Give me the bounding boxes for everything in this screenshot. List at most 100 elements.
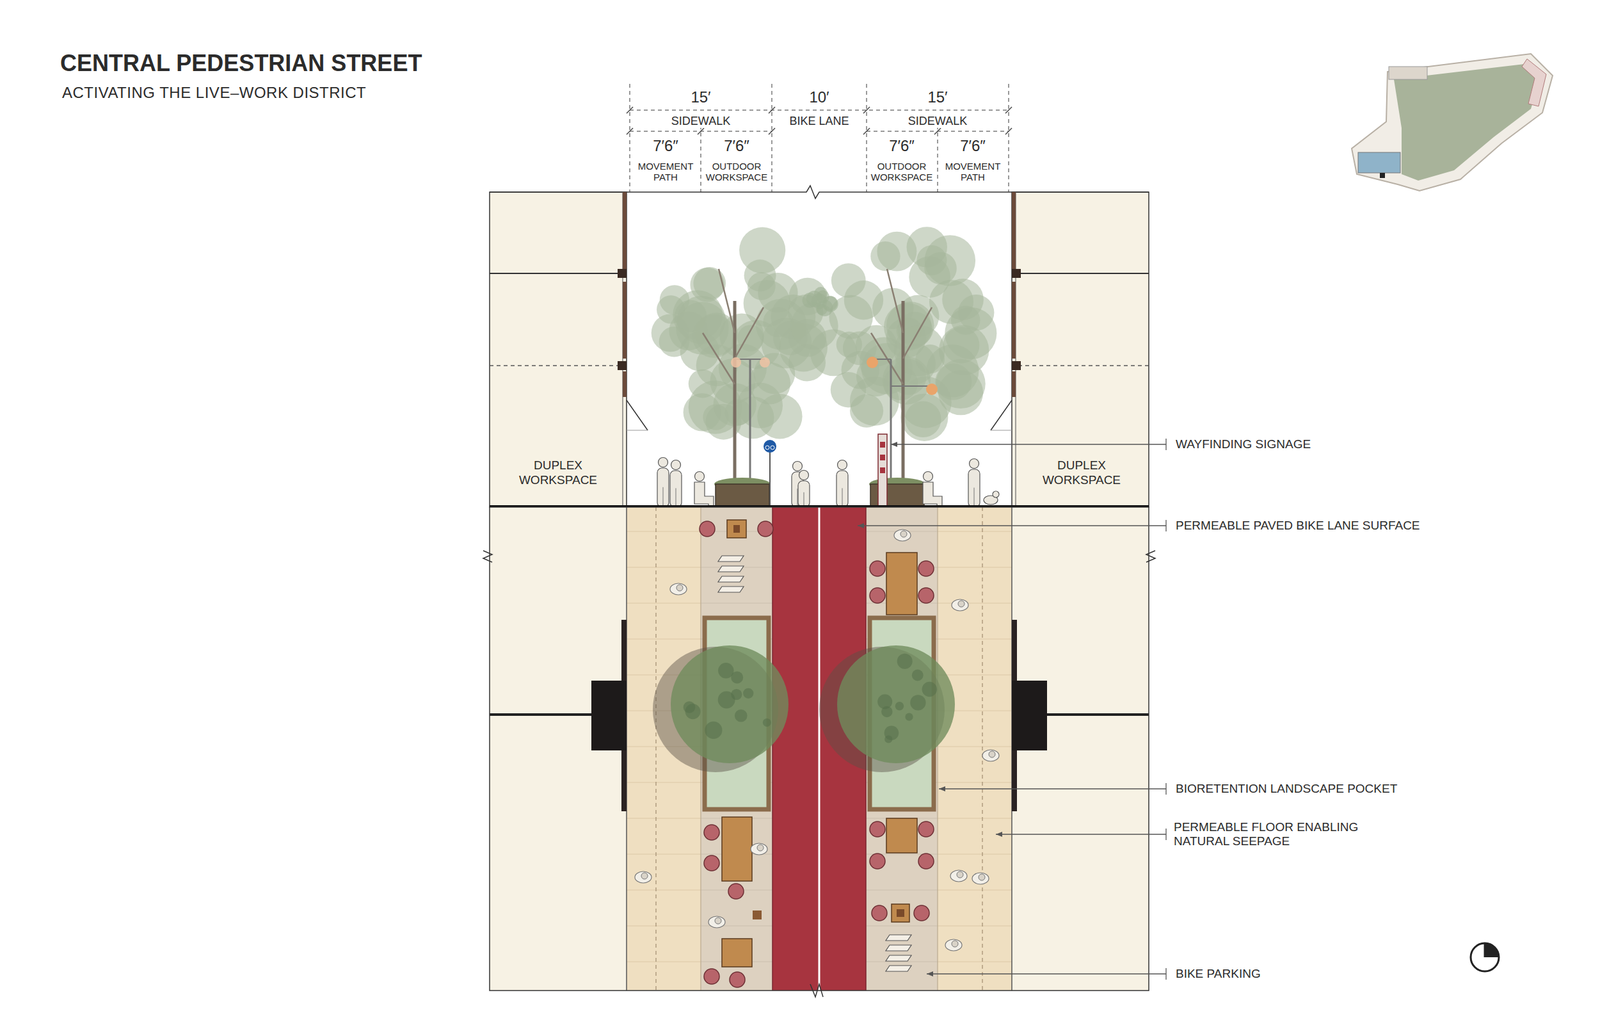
tree-branch [871, 268, 932, 384]
person-shoulders [951, 599, 969, 611]
facade-mullion [617, 360, 627, 370]
person-figure [836, 460, 848, 508]
leader-line [938, 787, 1167, 789]
lamp-pole [890, 359, 893, 484]
paving-joint [937, 746, 1012, 747]
person-body [657, 467, 669, 507]
callout-label: PERMEABLE PAVED BIKE LANE SURFACE [1173, 518, 1423, 533]
facade-mullion [617, 268, 627, 278]
canopy-texture [910, 694, 926, 710]
north-pointer [1484, 942, 1499, 957]
floor-line [489, 272, 627, 274]
paving-joint [626, 817, 701, 819]
leader-line [857, 524, 1167, 526]
paving-joint [937, 817, 1012, 819]
person-plan [945, 938, 962, 951]
zone-name: OUTDOOR WORKSPACE [868, 160, 936, 184]
break-line [489, 185, 1149, 199]
person-plan [670, 583, 687, 595]
lamp-arm [736, 358, 765, 360]
open-door [990, 400, 1012, 431]
break-mark [1146, 550, 1156, 562]
chair [699, 520, 715, 537]
tree-foliage [915, 344, 945, 374]
bike-rack [885, 965, 912, 971]
bike-rack [718, 555, 744, 562]
plan-frame [489, 506, 1149, 991]
leader-arrow [995, 831, 1003, 837]
dimension-value: 15′ [688, 88, 713, 107]
path-edge-dashed [981, 506, 983, 991]
person-plan [894, 529, 911, 541]
dimension-tick [934, 128, 941, 135]
break-mark [810, 983, 824, 997]
wayfinding-sign [878, 433, 888, 507]
person-head [988, 750, 996, 758]
site-block [1388, 66, 1428, 80]
callout-label: PERMEABLE FLOOR ENABLING NATURAL SEEPAGE [1173, 819, 1379, 848]
facade-panel [622, 281, 627, 359]
key-map [1351, 53, 1553, 191]
tree-foliage [906, 226, 948, 267]
tree-branch [702, 268, 764, 384]
chair [729, 971, 745, 987]
paving-joint [626, 531, 701, 532]
canopy-texture [897, 653, 913, 669]
person-leg [803, 492, 805, 507]
paving-joint [626, 889, 701, 891]
canopy-texture [743, 688, 754, 699]
chair [918, 821, 934, 837]
person-leg [797, 488, 799, 507]
tree-canopy-plan [837, 645, 955, 763]
person-body [670, 470, 682, 507]
person-plan [634, 871, 652, 883]
person-head [978, 873, 985, 880]
tree-foliage [870, 241, 900, 271]
leader-lines [857, 438, 1167, 980]
person-plan [708, 915, 726, 928]
callout-label: BIKE PARKING [1173, 966, 1263, 981]
callout-label: WAYFINDING SIGNAGE [1173, 437, 1313, 452]
tree-foliage [757, 393, 802, 439]
canopy-texture [877, 693, 893, 709]
extension-line [700, 125, 702, 192]
person-leg [675, 487, 677, 507]
canopy-texture [734, 709, 748, 722]
person-head [641, 872, 648, 879]
paving-joint [626, 782, 701, 783]
paving-joint [937, 925, 1012, 927]
north-arrow [1470, 942, 1499, 971]
diagram-title: CENTRAL PEDESTRIAN STREET [60, 50, 422, 77]
person-head [757, 844, 764, 851]
person-leg [842, 487, 843, 507]
callout-label: BIORETENTION LANDSCAPE POCKET [1173, 781, 1400, 796]
person-figure [694, 471, 714, 507]
dimension-tick [1005, 128, 1012, 135]
table [721, 816, 752, 881]
tree-foliage [938, 369, 984, 415]
shrub-foliage [802, 292, 818, 308]
zone-name: OUTDOOR WORKSPACE [703, 160, 770, 184]
chair [869, 587, 886, 603]
dimension-tick [697, 128, 704, 135]
paving-joint [865, 889, 938, 891]
person-head [714, 917, 722, 924]
person-head [695, 471, 705, 482]
table [886, 552, 918, 615]
person-figure [798, 470, 810, 508]
person-plan [982, 749, 1000, 761]
bike-rack [885, 944, 912, 951]
dimension-line [629, 109, 1009, 111]
paving-joint [626, 567, 701, 568]
person-head [956, 871, 964, 878]
dog-head [992, 490, 1000, 498]
break-mark [483, 550, 493, 562]
leader-arrow [857, 522, 864, 528]
dimension-tick [768, 128, 776, 135]
canopy-texture [704, 721, 722, 739]
person-head [837, 460, 848, 470]
paving-joint [937, 638, 1012, 640]
chair [704, 824, 720, 840]
dimension-tick [768, 106, 776, 114]
